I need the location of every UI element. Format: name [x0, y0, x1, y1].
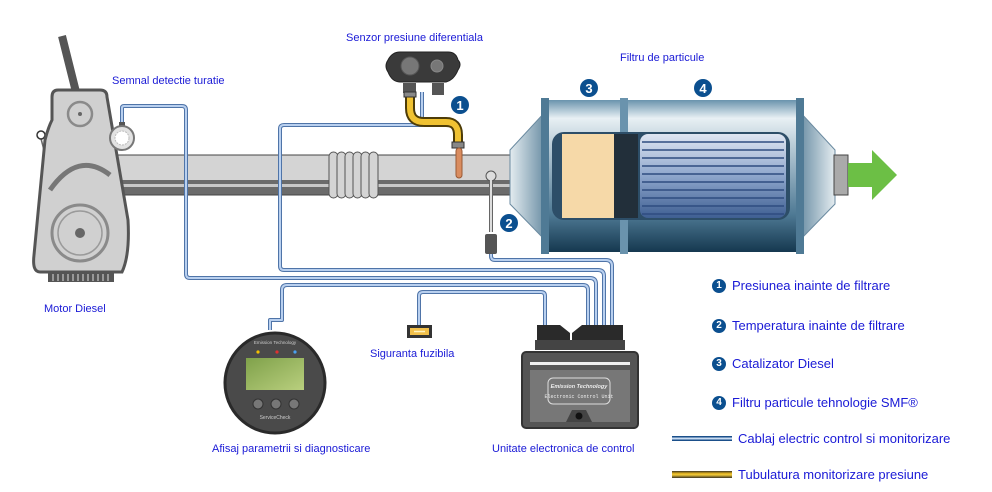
- display-screen: [246, 358, 304, 390]
- diesel-engine: [32, 35, 130, 282]
- legend-item-tube: Tubulatura monitorizare presiune: [672, 467, 928, 482]
- pressure-sensor-label: Senzor presiune diferentiala: [346, 32, 483, 44]
- diesel-catalyst: [562, 134, 614, 218]
- badge-4: 4: [694, 79, 712, 97]
- ecu-label: Unitate electronica de control: [492, 443, 635, 455]
- rpm-sensor: [109, 122, 135, 151]
- flex-bellows: [328, 151, 379, 199]
- tube-swatch-icon: [672, 471, 732, 478]
- legend-item-3: 3 Catalizator Diesel: [712, 356, 834, 371]
- display-brand: Emission Technology: [254, 340, 297, 345]
- legend-badge-2: 2: [712, 318, 726, 333]
- legend-item-1: 1 Presiunea inainte de filtrare: [712, 278, 890, 293]
- badge-2: 2: [500, 214, 518, 232]
- ecu-name: Electronic Control Unit: [544, 394, 613, 400]
- badge-3: 3: [580, 79, 598, 97]
- particle-filter-label: Filtru de particule: [620, 52, 705, 64]
- legend-tube-text: Tubulatura monitorizare presiune: [738, 467, 929, 482]
- display-label: Afisaj parametrii si diagnosticare: [212, 443, 371, 455]
- particle-filter-canister: [509, 98, 897, 254]
- display-model: ServiceCheck: [260, 415, 291, 421]
- wire-swatch-icon: [672, 436, 732, 441]
- pressure-tube: [403, 91, 465, 179]
- engine-label: Motor Diesel: [44, 303, 106, 315]
- smf-filter-element: [640, 134, 786, 218]
- legend-text-4: Filtru particule tehnologie SMF®: [732, 395, 918, 410]
- diagnostic-display: Emission Technology ServiceCheck: [223, 331, 327, 435]
- legend-badge-3: 3: [712, 356, 726, 371]
- electronic-control-unit: Emission Technology Electronic Control U…: [521, 325, 639, 429]
- legend-text-1: Presiunea inainte de filtrare: [732, 278, 891, 293]
- ecu-brand: Emission Technology: [551, 384, 609, 390]
- exhaust-pipe: [109, 151, 531, 199]
- legend-item-4: 4 Filtru particule tehnologie SMF®: [712, 395, 918, 410]
- temperature-sensor: [485, 170, 497, 254]
- legend-badge-1: 1: [712, 278, 726, 293]
- exhaust-flow-arrow-icon: [848, 150, 897, 200]
- fuse: [407, 325, 432, 338]
- legend-item-2: 2 Temperatura inainte de filtrare: [712, 318, 905, 333]
- differential-pressure-sensor: [385, 51, 461, 95]
- legend-item-wire: Cablaj electric control si monitorizare: [672, 431, 950, 446]
- badge-1: 1: [451, 96, 469, 114]
- legend-badge-4: 4: [712, 395, 726, 410]
- legend-wire-text: Cablaj electric control si monitorizare: [738, 431, 951, 446]
- legend-text-2: Temperatura inainte de filtrare: [732, 318, 905, 333]
- legend-text-3: Catalizator Diesel: [732, 356, 834, 371]
- rpm-signal-label: Semnal detectie turatie: [112, 75, 225, 87]
- fuse-label: Siguranta fuzibila: [370, 348, 455, 360]
- wiring-harness: [120, 92, 614, 330]
